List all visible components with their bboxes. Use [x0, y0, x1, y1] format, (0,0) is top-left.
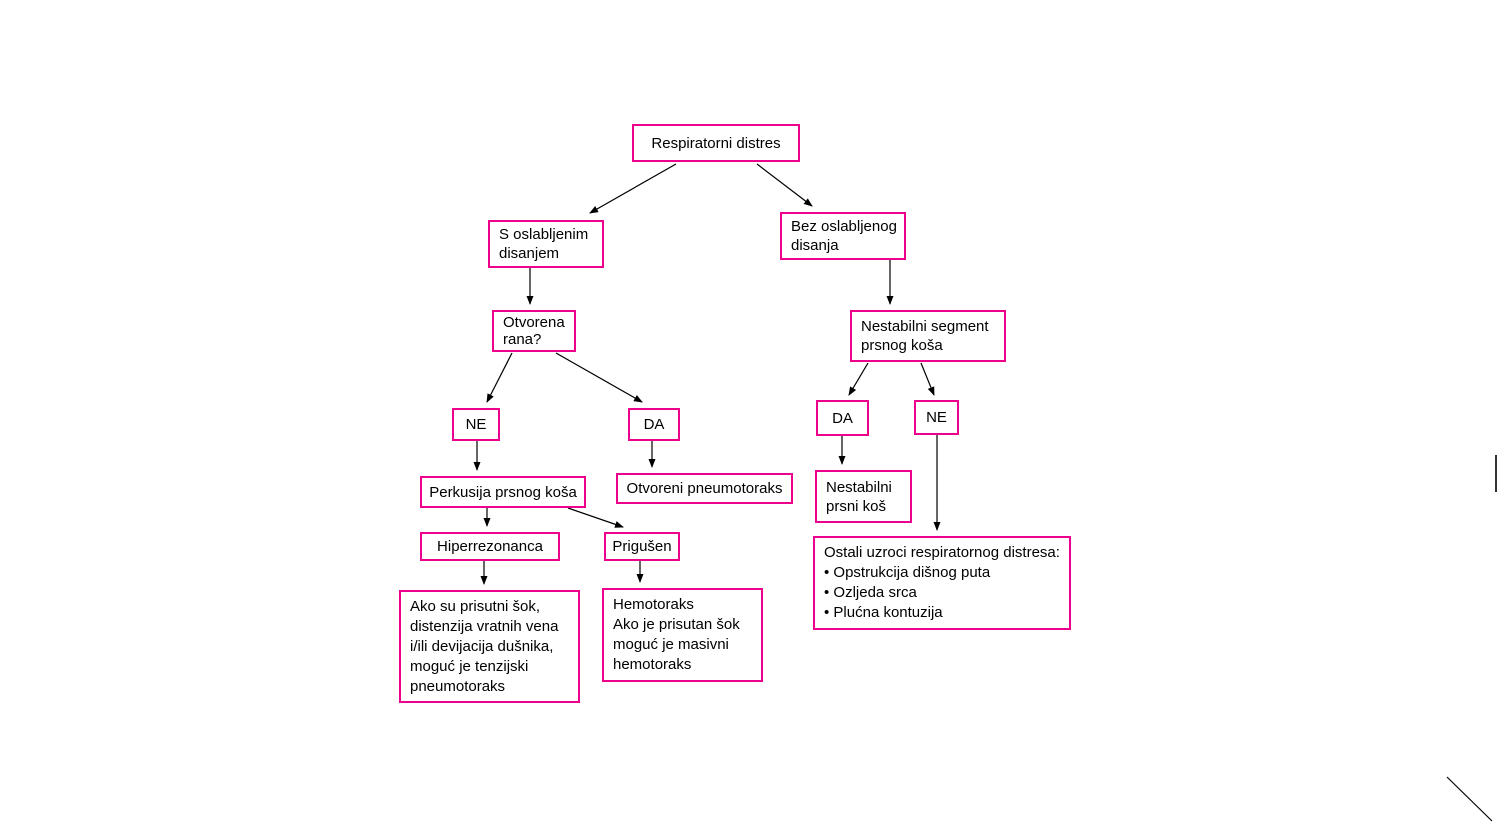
node-line: Ako su prisutni šok,	[410, 597, 541, 615]
node-line: moguć je masivni	[613, 636, 729, 653]
node-hiperrezonanca: Hiperrezonanca	[420, 532, 560, 561]
node-ne-left: NE	[452, 408, 500, 441]
node-respiratorni-distres: Respiratorni distres	[632, 124, 800, 162]
node-line: i/ili devijacija dušnika,	[410, 637, 554, 655]
node-tenzijski-pneumotoraks: Ako su prisutni šok, distenzija vratnih …	[399, 590, 580, 703]
node-da-right: DA	[816, 400, 869, 436]
node-line: S oslabljenim	[499, 226, 589, 243]
stray-diagonal-line	[1446, 776, 1493, 822]
node-nestabilni-prsni-kos: Nestabilni prsni koš	[815, 470, 912, 523]
node-line: • Ozljeda srca	[824, 584, 917, 601]
node-label: NE	[926, 409, 947, 426]
arrow-open-wound-to-ne	[486, 352, 513, 403]
node-line: Nestabilni	[826, 478, 892, 496]
node-nestabilni-segment: Nestabilni segment prsnog koša	[850, 310, 1006, 362]
node-da-left: DA	[628, 408, 680, 441]
node-line: disanjem	[499, 245, 560, 262]
node-line: Ako je prisutan šok	[613, 616, 740, 633]
node-otvoreni-pneumotoraks: Otvoreni pneumotoraks	[616, 473, 793, 504]
node-otvorena-rana: Otvorena rana?	[492, 310, 576, 352]
node-prigusen: Prigušen	[604, 532, 680, 561]
node-line: • Plućna kontuzija	[824, 604, 943, 621]
node-line: prsni koš	[826, 497, 887, 515]
arrow-flail-segment-to-ne	[920, 362, 935, 396]
node-line: distenzija vratnih vena	[410, 617, 559, 635]
node-label: DA	[643, 416, 665, 433]
node-line: Ostali uzroci respiratornog distresa:	[824, 544, 1060, 561]
node-line: Hemotoraks	[613, 596, 694, 613]
node-line: disanja	[791, 237, 839, 254]
node-ostali-uzroci: Ostali uzroci respiratornog distresa: • …	[813, 536, 1071, 630]
node-label: DA	[832, 409, 853, 427]
node-line: prsnog koša	[861, 337, 943, 354]
node-line: • Opstrukcija dišnog puta	[824, 564, 991, 581]
node-label: NE	[465, 416, 487, 433]
node-perkusija-prsnog-kosa: Perkusija prsnog koša	[420, 476, 586, 508]
node-bez-oslabljenog-disanja: Bez oslabljenog disanja	[780, 212, 906, 260]
node-label: Perkusija prsnog koša	[429, 483, 577, 501]
node-line: moguć je tenzijski	[410, 657, 529, 675]
arrow-flail-segment-to-da	[848, 362, 869, 396]
node-line: Bez oslabljenog	[791, 218, 897, 235]
arrow-root-to-weak-breath	[589, 163, 677, 214]
node-line: Nestabilni segment	[861, 318, 989, 335]
node-label: Respiratorni distres	[651, 134, 781, 152]
node-label: Prigušen	[612, 538, 672, 555]
node-label: Hiperrezonanca	[437, 538, 543, 555]
node-line: pneumotoraks	[410, 677, 506, 695]
arrow-root-to-no-weak-breath	[756, 163, 813, 207]
node-line: hemotoraks	[613, 656, 692, 673]
node-hemotoraks: Hemotoraks Ako je prisutan šok moguć je …	[602, 588, 763, 682]
node-label: Otvoreni pneumotoraks	[626, 480, 783, 497]
arrow-percussion-to-dull	[567, 507, 624, 528]
node-s-oslabljenim-disanjem: S oslabljenim disanjem	[488, 220, 604, 268]
node-line: Otvorena	[503, 314, 565, 331]
node-ne-right: NE	[914, 400, 959, 435]
arrow-open-wound-to-da	[555, 352, 643, 403]
node-line: rana?	[503, 331, 542, 348]
